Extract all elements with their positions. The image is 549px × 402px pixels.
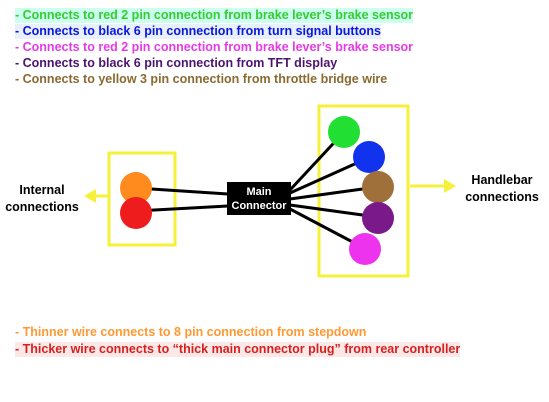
legend-line-3: - Connects to red 2 pin connection from … bbox=[15, 40, 414, 54]
footer-line-thin-wire: - Thinner wire connects to 8 pin connect… bbox=[15, 325, 367, 339]
legend-line-5: - Connects to yellow 3 pin connection fr… bbox=[15, 72, 388, 86]
legend-line-4: - Connects to black 6 pin connection fro… bbox=[15, 56, 338, 70]
footer-line-thick-wire: - Thicker wire connects to “thick main c… bbox=[15, 342, 461, 357]
main-connector-label-line2: Connector bbox=[232, 200, 288, 212]
handlebar-connections-label: Handlebar connections bbox=[465, 173, 539, 204]
magenta-pin bbox=[349, 233, 381, 265]
purple-pin bbox=[362, 202, 394, 234]
internal-connections-label: Internal connections bbox=[5, 183, 79, 214]
main-connector-label-line1: Main bbox=[246, 186, 271, 198]
blue-pin bbox=[353, 141, 385, 173]
legend-line-1: - Connects to red 2 pin connection from … bbox=[15, 8, 414, 23]
orange-pin bbox=[120, 172, 152, 204]
main-connector bbox=[227, 182, 291, 215]
left-connector-box bbox=[107, 151, 177, 247]
right-arrow bbox=[410, 179, 456, 193]
right-connector-box bbox=[317, 104, 410, 278]
green-pin bbox=[328, 116, 360, 148]
legend-line-2: - Connects to black 6 pin connection fro… bbox=[15, 24, 381, 39]
left-arrow bbox=[84, 189, 108, 203]
red-pin bbox=[120, 197, 152, 229]
brown-pin bbox=[362, 171, 394, 203]
